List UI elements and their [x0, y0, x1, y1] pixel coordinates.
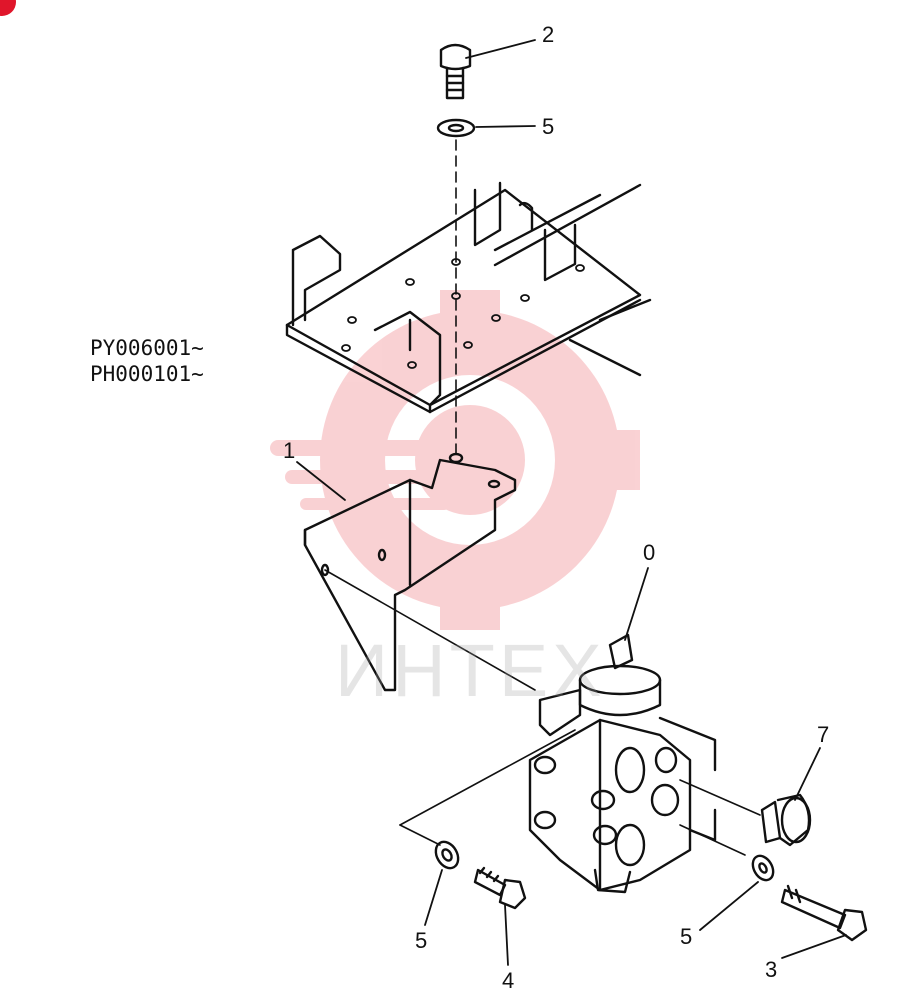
callout-5-right: 5: [680, 924, 692, 949]
serial-range-py: PY006001~: [90, 336, 204, 360]
watermark-text: ИНТЕХ: [335, 629, 606, 712]
bracket-1: [303, 452, 517, 692]
washer-top-icon: [436, 118, 476, 138]
callout-leaders: [296, 39, 847, 966]
serial-range-ph: PH000101~: [90, 362, 204, 386]
bolt-4-icon: [473, 866, 527, 910]
callout-2: 2: [542, 22, 554, 47]
callout-5-left: 5: [415, 928, 427, 953]
plate-holes: [341, 258, 585, 369]
callout-3: 3: [765, 957, 777, 982]
callout-0: 0: [643, 540, 655, 565]
watermark-logo: [270, 290, 640, 630]
callout-4: 4: [502, 968, 514, 993]
callout-7: 7: [817, 722, 829, 747]
callout-1: 1: [283, 438, 295, 463]
washer-right-icon: [751, 854, 775, 882]
mounting-plate: [285, 181, 652, 414]
bolt-3-icon: [780, 884, 868, 942]
bolt-2-icon: [439, 43, 472, 100]
plug-7-icon: [760, 793, 812, 847]
washer-left-icon: [434, 840, 460, 870]
callout-5-top: 5: [542, 114, 554, 139]
